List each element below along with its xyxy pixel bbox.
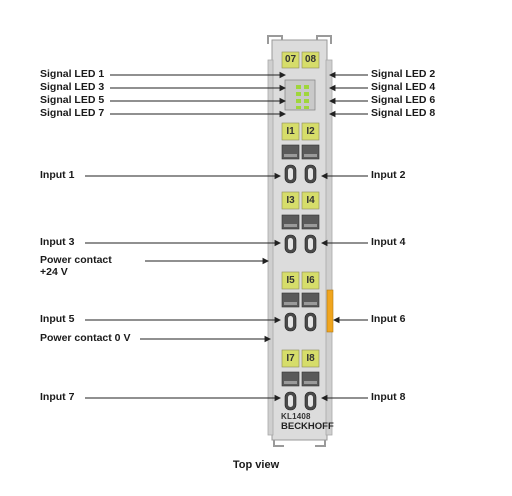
label-input-6: Input 6 — [371, 313, 406, 325]
caption-top-view: Top view — [232, 459, 280, 471]
signal-led-7-mark — [296, 106, 301, 109]
spring-connector-8 — [301, 371, 320, 411]
arrowhead-input-3 — [274, 239, 282, 247]
tab-07-label: 07 — [284, 54, 297, 65]
tab-i5-label: I5 — [286, 275, 295, 286]
leader-lines — [85, 71, 368, 402]
arrowhead-power-contact-24v — [262, 257, 270, 265]
label-input-7: Input 7 — [40, 391, 75, 403]
arrowhead-power-contact-0v — [264, 335, 272, 343]
label-power-contact-24v: Power contact — [40, 254, 112, 266]
spring-connectors — [281, 144, 320, 411]
spring-connector-2 — [301, 144, 320, 184]
arrowhead-signal-led-5 — [279, 97, 287, 105]
tab-08 — [301, 51, 320, 69]
arrowhead-signal-led-2 — [328, 71, 336, 79]
label-input-2: Input 2 — [371, 169, 406, 181]
label-input-5: Input 5 — [40, 313, 75, 325]
signal-led-2-mark — [304, 85, 309, 89]
tab-i1-label: I1 — [286, 126, 295, 137]
signal-led-8-mark — [304, 106, 309, 109]
power-contact-bar — [326, 289, 334, 333]
signal-led-5-mark — [296, 99, 301, 103]
arrowhead-input-1 — [274, 172, 282, 180]
model-label: KL1408 — [281, 412, 311, 421]
tab-i5 — [281, 271, 300, 290]
spring-connector-1 — [281, 144, 300, 184]
tab-i4 — [301, 191, 320, 210]
tab-i2 — [301, 122, 320, 141]
label-power-contact-24v-value: +24 V — [40, 266, 68, 278]
arrowhead-signal-led-4 — [328, 84, 336, 92]
tab-i7 — [281, 349, 300, 368]
tab-08-label: 08 — [304, 54, 317, 65]
spring-connector-4 — [301, 214, 320, 254]
label-input-8: Input 8 — [371, 391, 406, 403]
signal-led-4-mark — [304, 92, 309, 96]
tab-i4-label: I4 — [306, 195, 315, 206]
label-input-3: Input 3 — [40, 236, 75, 248]
label-signal-led-5: Signal LED 5 — [40, 94, 105, 106]
spring-connector-3 — [281, 214, 300, 254]
arrowhead-signal-led-8 — [328, 110, 336, 118]
arrowhead-input-4 — [320, 239, 328, 247]
arrowhead-input-7 — [274, 394, 282, 402]
arrowhead-input-5 — [274, 316, 282, 324]
signal-led-1-mark — [296, 85, 301, 89]
tab-i8-label: I8 — [306, 353, 315, 364]
tab-i3-label: I3 — [286, 195, 295, 206]
spring-connector-6 — [301, 292, 320, 332]
label-input-4: Input 4 — [371, 236, 406, 248]
brand-logo-text: BECKHOFF — [281, 421, 334, 432]
label-signal-led-3: Signal LED 3 — [40, 81, 105, 93]
spring-connector-5 — [281, 292, 300, 332]
arrowhead-signal-led-7 — [279, 110, 287, 118]
arrowhead-signal-led-1 — [279, 71, 287, 79]
tab-07 — [281, 51, 300, 69]
label-signal-led-8: Signal LED 8 — [371, 107, 436, 119]
label-signal-led-6: Signal LED 6 — [371, 94, 436, 106]
spring-connector-7 — [281, 371, 300, 411]
tab-i6-label: I6 — [306, 275, 315, 286]
signal-led-6-mark — [304, 99, 309, 103]
tab-i7-label: I7 — [286, 353, 295, 364]
tab-i6 — [301, 271, 320, 290]
label-signal-led-2: Signal LED 2 — [371, 68, 436, 80]
arrowhead-signal-led-3 — [279, 84, 287, 92]
label-signal-led-7: Signal LED 7 — [40, 107, 105, 119]
label-power-contact-0v: Power contact 0 V — [40, 332, 131, 344]
led-grid — [296, 85, 309, 109]
signal-led-3-mark — [296, 92, 301, 96]
tab-i8 — [301, 349, 320, 368]
tab-i3 — [281, 191, 300, 210]
label-input-1: Input 1 — [40, 169, 75, 181]
arrowhead-input-6 — [332, 316, 340, 324]
label-signal-led-1: Signal LED 1 — [40, 68, 105, 80]
tab-i1 — [281, 122, 300, 141]
tab-i2-label: I2 — [306, 126, 315, 137]
label-signal-led-4: Signal LED 4 — [371, 81, 436, 93]
arrowhead-input-2 — [320, 172, 328, 180]
arrowhead-signal-led-6 — [328, 97, 336, 105]
arrowhead-input-8 — [320, 394, 328, 402]
